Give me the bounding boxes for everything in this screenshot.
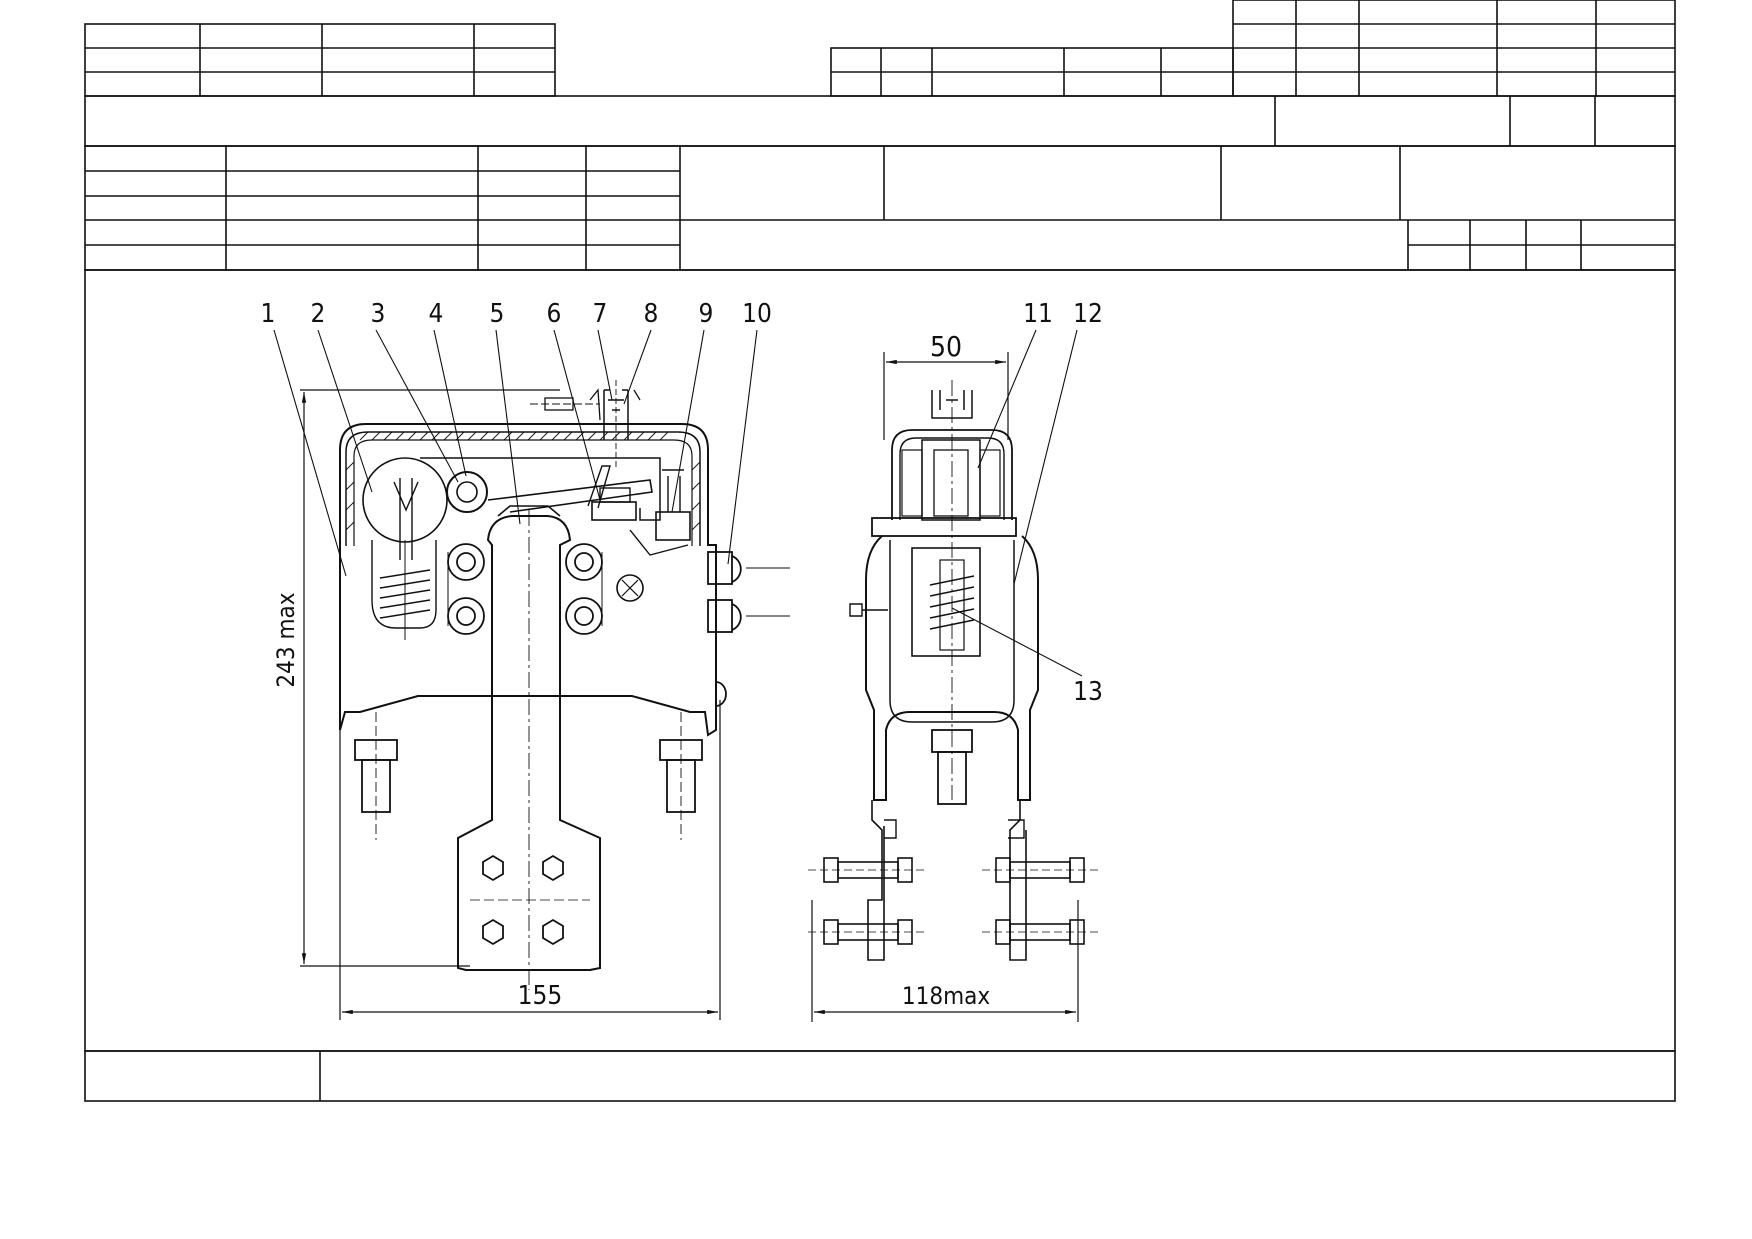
stem-bolts [447, 543, 603, 635]
central-stem [457, 515, 601, 971]
cover-hatch [345, 431, 701, 531]
leader-11: 11 [1023, 299, 1053, 329]
leader-5: 5 [490, 299, 505, 329]
leader-numbers: 1 2 3 4 5 6 7 8 9 10 11 12 13 [261, 299, 1103, 707]
arc-chamber [362, 457, 448, 543]
leader-6: 6 [547, 299, 562, 329]
dimension-labels: 243 max 155 50 118max [272, 330, 990, 1011]
cover-frame [345, 431, 701, 546]
dim-height-front: 243 max [272, 592, 300, 687]
leader-1: 1 [261, 299, 276, 329]
dim-width-side-top: 50 [930, 330, 962, 363]
leader-10: 10 [742, 299, 772, 329]
side-bolt-assemblies [808, 857, 1100, 945]
contact-arm [487, 479, 653, 513]
right-connectors [707, 551, 790, 707]
front-body-outline [339, 423, 717, 737]
left-leg [867, 800, 885, 961]
top-terminal [603, 389, 629, 440]
leader-9: 9 [699, 299, 714, 329]
dim-width-front: 155 [518, 981, 563, 1011]
terminal-plate-bolts [470, 854, 590, 946]
dim-width-side-bottom: 118max [902, 982, 990, 1010]
leader-lines [273, 329, 1083, 677]
pivot-outer [446, 471, 488, 513]
front-view [339, 380, 790, 990]
leader-3: 3 [371, 299, 386, 329]
spring-13-housing [911, 547, 981, 657]
right-leg [1009, 800, 1027, 961]
leader-12: 12 [1073, 299, 1103, 329]
leader-4: 4 [429, 299, 444, 329]
leader-8: 8 [644, 299, 659, 329]
leader-13: 13 [1073, 677, 1103, 707]
leader-2: 2 [311, 299, 326, 329]
side-body-12 [865, 535, 1039, 801]
mounting-studs [354, 712, 703, 840]
dimension-lines [300, 352, 1079, 1022]
form-grid [84, 0, 1676, 1102]
leader-7: 7 [593, 299, 608, 329]
side-view [808, 380, 1100, 961]
